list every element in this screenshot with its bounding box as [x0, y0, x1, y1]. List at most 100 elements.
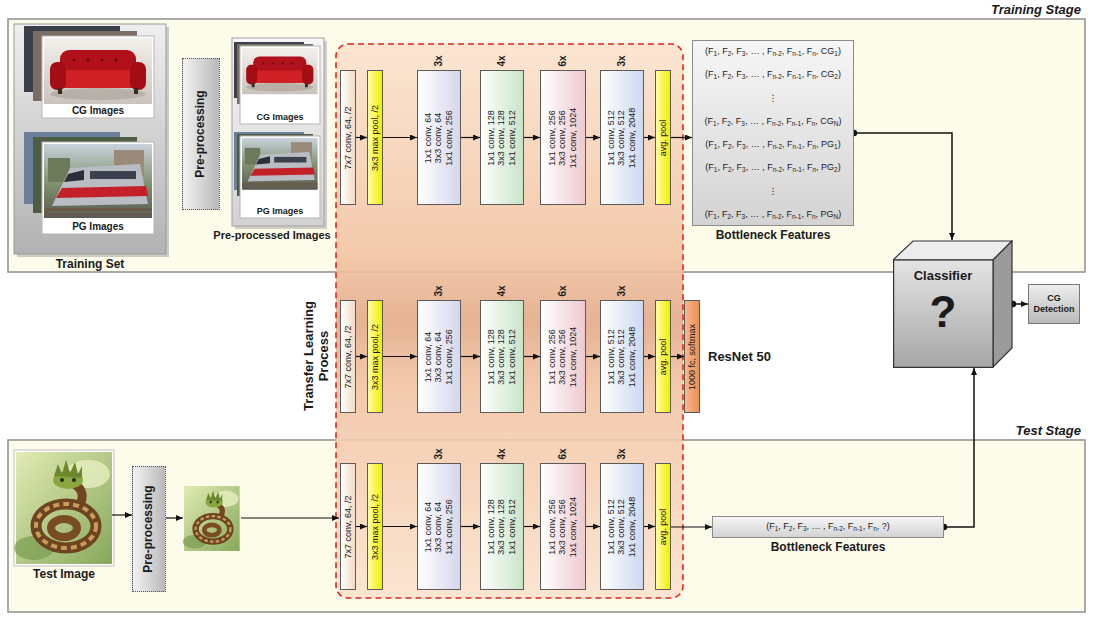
image-label: PG Images: [257, 206, 304, 218]
rotated-text-group: 7x7 conv, 64, /2: [343, 106, 353, 169]
layer-block: 1000 fc, softmax: [684, 300, 700, 413]
svg-use: [14, 452, 112, 564]
feature-table: (F1, F2, F3, … , Fn-2, Fn-1, Fn, CG1)(F1…: [692, 40, 854, 226]
subscript: n-2: [773, 143, 782, 150]
layer-block: 3x1x1 conv, 5123x3 conv, 5121x1 conv, 20…: [600, 70, 644, 205]
connector: [356, 526, 367, 527]
subscript: n: [812, 73, 816, 80]
subscript: n-2: [833, 525, 842, 532]
subscript: n-1: [792, 213, 801, 220]
test-image-box: Test Image: [16, 452, 112, 564]
rotated-text-group: 1x1 conv, 643x3 conv, 641x1 conv, 256: [423, 499, 454, 554]
layer-label: 3x3 conv, 256: [558, 326, 568, 386]
layer-label: 1x1 conv, 2048: [627, 326, 637, 386]
feature-row-text: (F1, F2, F3, … , Fn-2, Fn-1, Fn, PGN): [705, 209, 841, 220]
rotated-text-group: avg. pool: [658, 338, 668, 375]
layer-block: 7x7 conv, 64, /2: [340, 300, 356, 413]
subscript: 1: [714, 166, 718, 173]
layer-label: 1x1 conv, 512: [606, 107, 616, 167]
subscript: 1: [714, 73, 718, 80]
vertical-label: Pre-processing: [142, 485, 156, 572]
layer-label: 3x3 conv, 256: [558, 107, 568, 167]
pg-small-stack: [234, 132, 320, 218]
subscript: 1: [834, 143, 838, 150]
subscript: 2: [834, 166, 838, 173]
connector: [944, 368, 974, 527]
repeat-count-holder: 4x: [481, 54, 523, 68]
cube-top: [893, 241, 1012, 260]
repeat-count: 3x: [433, 285, 445, 296]
subscript: 2: [727, 213, 731, 220]
preprocessing-box: Pre-processing: [182, 58, 220, 210]
test-image-picture: [14, 450, 114, 566]
rotated-text-group: 3x: [433, 285, 445, 296]
subscript: 2: [834, 73, 838, 80]
layer-label: 1x1 conv, 64: [423, 499, 433, 554]
layer-block: 7x7 conv, 64, /2: [340, 463, 356, 590]
subscript: n-2: [772, 50, 781, 57]
rotated-text-group: 1x1 conv, 5123x3 conv, 5121x1 conv, 2048: [606, 326, 637, 386]
output-label: CG Detection: [1032, 293, 1076, 315]
connector: [461, 137, 480, 138]
subscript: n-1: [792, 73, 801, 80]
svg-rect: [14, 450, 114, 566]
svg-rect: [240, 46, 320, 124]
connector: [356, 356, 367, 357]
box-caption: Bottleneck Features: [716, 228, 831, 242]
layer-label: 3x3 conv, 512: [617, 326, 627, 386]
subscript: n-2: [773, 166, 782, 173]
layer-label: 7x7 conv, 64, /2: [343, 325, 353, 388]
vertical-label: Pre-processing: [194, 90, 208, 177]
repeat-count-holder: 6x: [541, 284, 585, 298]
subscript: 3: [742, 50, 746, 57]
layer-label: 1x1 conv, 256: [444, 499, 454, 554]
layer-label: 3x3 conv, 128: [497, 329, 507, 384]
svg-rect: [42, 36, 154, 118]
repeat-count: 4x: [496, 448, 508, 459]
rotated-text-group: 1x1 conv, 643x3 conv, 641x1 conv, 256: [423, 329, 454, 384]
layer-block: 7x7 conv, 64, /2: [340, 70, 356, 205]
repeat-count: 3x: [616, 285, 628, 296]
repeat-count-holder: 6x: [541, 54, 585, 68]
subscript: n: [812, 166, 816, 173]
repeat-count-holder: 3x: [601, 54, 643, 68]
connector: [586, 356, 600, 357]
rotated-text-group: 3x3 max pool, /2: [370, 493, 380, 559]
layer-block: avg. pool: [655, 463, 671, 590]
box-caption: Pre-processed Images: [213, 229, 330, 241]
preprocessed-test-picture: [183, 486, 240, 551]
connector: [356, 137, 367, 138]
layer-block: 4x1x1 conv, 1283x3 conv, 1281x1 conv, 51…: [480, 463, 524, 590]
rotated-text-group: 1000 fc, softmax: [687, 323, 697, 389]
svg-use: [242, 48, 318, 94]
rotated-text-group: 3x: [616, 448, 628, 459]
subscript: n: [812, 213, 816, 220]
layer-block: 3x1x1 conv, 643x3 conv, 641x1 conv, 256: [417, 463, 461, 590]
layer-label: 1x1 conv, 1024: [568, 496, 578, 556]
image-stack: PG Images: [42, 142, 154, 234]
layer-block: 6x1x1 conv, 2563x3 conv, 2561x1 conv, 10…: [540, 300, 586, 413]
subscript: 2: [728, 143, 732, 150]
subscript: 2: [789, 525, 793, 532]
subscript: n: [812, 120, 816, 127]
layer-label: avg. pool: [658, 508, 668, 545]
feature-row-text: ⋮: [769, 186, 778, 197]
layer-label: 1x1 conv, 64: [423, 329, 433, 384]
connector: [586, 526, 600, 527]
layer-label: 7x7 conv, 64, /2: [343, 495, 353, 558]
image-stack: CG Images: [240, 46, 320, 124]
flow-arrow: [241, 517, 339, 518]
preprocessed-ground: [232, 38, 324, 226]
rotated-text-group: 1x1 conv, 1283x3 conv, 1281x1 conv, 512: [486, 499, 517, 554]
image-set-box: Pre-processed ImagesCG ImagesPG Images: [232, 38, 324, 226]
repeat-count-holder: 3x: [601, 284, 643, 298]
subscript: 3: [803, 525, 807, 532]
repeat-count: 4x: [496, 285, 508, 296]
stage-heading: Training Stage: [991, 2, 1081, 17]
repeat-count-holder: 3x: [418, 284, 460, 298]
layer-label: 1x1 conv, 256: [444, 329, 454, 384]
stage-heading: Test Stage: [1016, 423, 1081, 438]
output-box: CG Detection: [1028, 284, 1080, 324]
subscript: n-2: [772, 213, 781, 220]
svg-rect: [42, 142, 154, 234]
